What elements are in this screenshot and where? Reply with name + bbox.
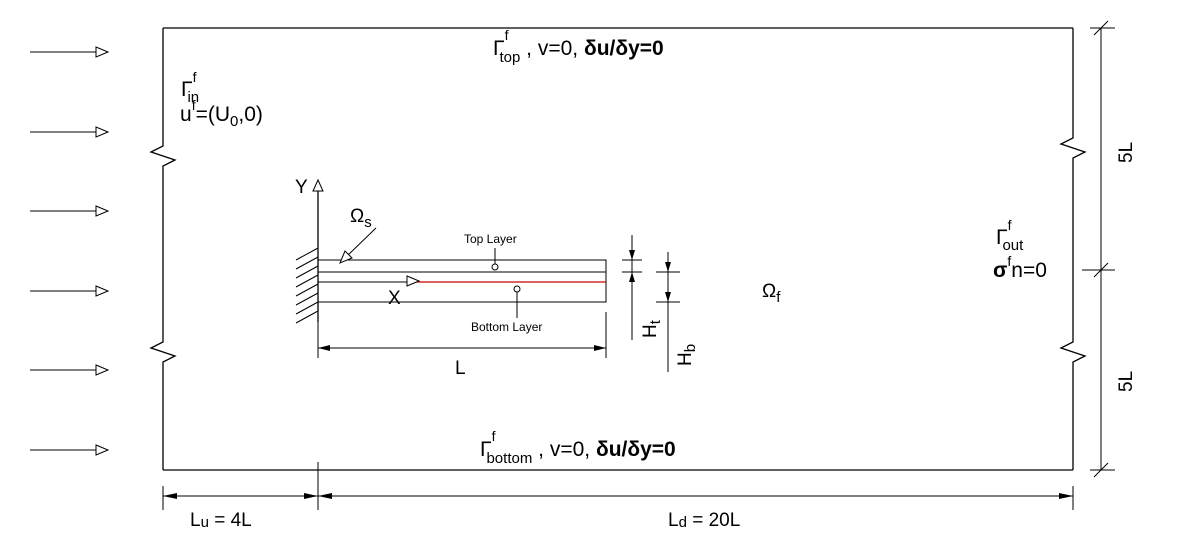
beam-length-dimension: L [317,312,607,379]
solid-beam [317,248,607,318]
x-axis: X [388,275,421,309]
length-dimensions: Lu = 4L Ld = 20L [162,462,1074,531]
y-axis-arrow-icon [312,178,324,192]
inflow-arrow-icon [30,46,110,58]
downstream-length-label: Ld = 20L [668,510,740,531]
lower-height-label: 5L [1116,371,1137,392]
inflow-arrow-icon [30,205,110,217]
outlet-stress-label: σfn=0 [993,253,1047,282]
inflow-arrow-icon [30,364,110,376]
beam-length-label: L [455,358,466,379]
beam-outline [317,259,607,303]
bottom-layer-label: Bottom Layer [471,320,542,334]
bottom-thickness-dimension: Hb [656,252,699,372]
inflow-arrow-icon [30,444,110,456]
inlet-velocity-label: uf=(U0,0) [180,97,263,130]
solid-domain-label: Ωs [350,206,372,231]
bottom-thickness-label: Hb [675,344,699,366]
inflow-arrow-icon [30,126,110,138]
top-thickness-label: Ht [640,319,664,338]
bottom-layer-marker [513,285,521,293]
y-axis-label: Y [295,177,308,198]
upper-height-label: 5L [1116,142,1137,163]
solid-leader-arrow-icon [339,250,353,264]
top-layer-label: Top Layer [464,232,517,246]
top-thickness-dimension: Ht [622,235,664,340]
x-axis-arrow-icon [406,275,421,287]
y-axis: Y [295,177,324,322]
top-layer-marker [491,263,499,271]
clamp-icon [295,247,319,324]
height-dimensions: 5L 5L [1082,20,1137,478]
inflow-arrow-icon [30,285,110,297]
fluid-domain-boundary [149,27,1087,471]
fluid-domain-label: Ωf [762,281,781,306]
solid-domain-label-group: Ωs [339,206,377,264]
upstream-length-label: Lu = 4L [190,510,252,531]
x-axis-label: X [388,288,401,309]
inflow-arrows [30,46,110,456]
